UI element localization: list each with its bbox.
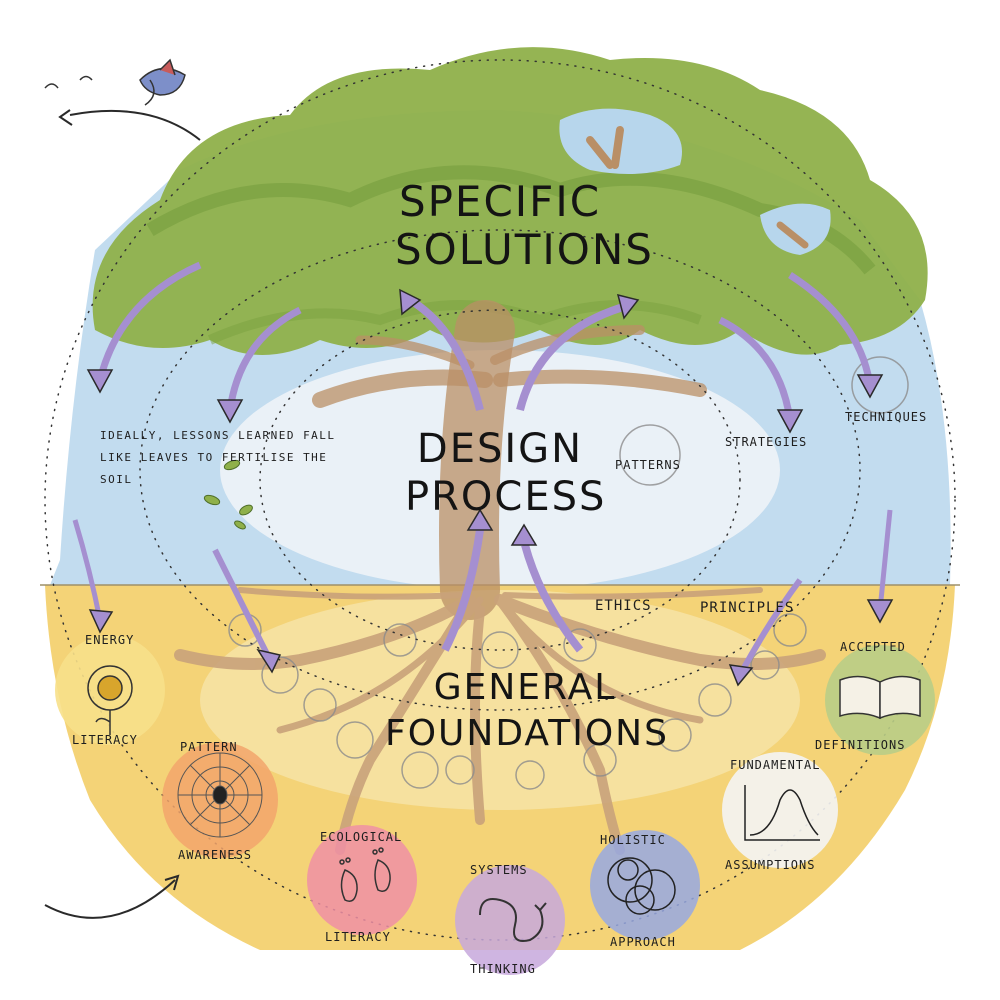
- flow-arrows: [44, 109, 893, 919]
- open-book-icon: [839, 675, 921, 720]
- specific-solutions-line2: SOLUTIONS: [395, 225, 654, 274]
- techniques-label: TECHNIQUES: [845, 410, 928, 424]
- pattern-awareness-label: AWARENESS: [178, 848, 253, 862]
- fundamental-assumptions-badge: [722, 752, 838, 868]
- loop-icon: [479, 898, 547, 942]
- fundamental-label: FUNDAMENTAL: [730, 758, 821, 772]
- dotted-rings: [44, 59, 956, 941]
- systems-thinking-label: THINKING: [470, 962, 536, 976]
- ethics-label: ETHICS: [595, 598, 652, 614]
- systems-label: SYSTEMS: [470, 863, 528, 877]
- pattern-label: PATTERN: [180, 740, 238, 754]
- holistic-label: HOLISTIC: [600, 833, 666, 847]
- patterns-label: PATTERNS: [615, 458, 681, 472]
- energy-label: ENERGY: [85, 633, 135, 647]
- footprints-icon: [339, 847, 391, 902]
- general-foundations-line1: GENERAL: [433, 667, 617, 708]
- systems-thinking-badge: [455, 865, 565, 975]
- spiderweb-icon: [177, 752, 263, 838]
- ecological-literacy-label: LITERACY: [325, 930, 391, 944]
- overlapping-circles-icon: [607, 857, 676, 915]
- bird-icon: [44, 58, 186, 106]
- accepted-label: ACCEPTED: [840, 640, 906, 654]
- strategies-label: STRATEGIES: [725, 435, 808, 449]
- curve-graph-icon: [744, 785, 820, 841]
- ecological-label: ECOLOGICAL: [320, 830, 403, 844]
- lessons-note: IDEALLY, LESSONS LEARNED FALL LIKE LEAVE…: [100, 429, 336, 486]
- ecological-literacy-badge: [307, 825, 417, 935]
- specific-solutions-line1: SPECIFIC: [398, 177, 602, 226]
- design-process-line1: DESIGN: [416, 426, 584, 472]
- falling-leaves: [203, 459, 253, 530]
- arrowheads: [86, 288, 894, 687]
- holistic-approach-badge: [590, 830, 700, 940]
- holistic-approach-label: APPROACH: [610, 935, 676, 949]
- sunflower-icon: [87, 665, 133, 735]
- accepted-definitions-label: DEFINITIONS: [815, 738, 906, 752]
- fundamental-assumptions-label: ASSUMPTIONS: [725, 858, 816, 872]
- design-process-heading: DESIGN PROCESS: [405, 425, 607, 521]
- general-foundations-line2: FOUNDATIONS: [385, 713, 669, 754]
- general-foundations-heading: GENERAL FOUNDATIONS: [385, 665, 669, 757]
- principles-label: PRINCIPLES: [700, 600, 795, 616]
- design-process-line2: PROCESS: [405, 474, 607, 520]
- specific-solutions-heading: SPECIFIC SOLUTIONS: [395, 177, 654, 274]
- soil-circles: [228, 356, 909, 790]
- energy-literacy-label: LITERACY: [72, 733, 138, 747]
